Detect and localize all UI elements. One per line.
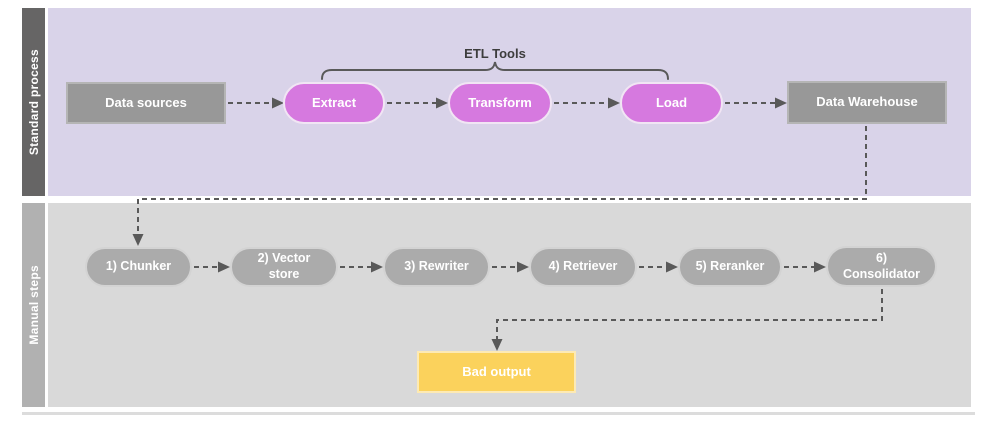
node-label: 5) Reranker <box>695 259 765 274</box>
node-label: Extract <box>311 94 357 110</box>
node-bad-output: Bad output <box>417 351 576 393</box>
node-label: Data Warehouse <box>816 94 918 110</box>
node-label: Bad output <box>462 363 531 379</box>
etl-tools-label: ETL Tools <box>464 46 526 61</box>
lane-label-standard-process: Standard process <box>22 8 45 196</box>
lane-label-text: Standard process <box>26 48 41 156</box>
node-label: 1) Chunker <box>105 259 172 274</box>
node-label: 2) Vector store <box>257 251 311 281</box>
node-label: Data sources <box>105 94 187 110</box>
node-rewriter: 3) Rewriter <box>383 247 490 287</box>
node-transform: Transform <box>448 82 552 124</box>
node-label: 3) Rewriter <box>404 259 469 274</box>
node-load: Load <box>620 82 723 124</box>
node-vector-store: 2) Vector store <box>230 247 338 287</box>
node-data-warehouse: Data Warehouse <box>787 81 947 124</box>
node-chunker: 1) Chunker <box>85 247 192 287</box>
lane-label-manual-steps: Manual steps <box>22 203 45 407</box>
node-extract: Extract <box>283 82 385 124</box>
node-label: 6) Consolidator <box>842 250 921 281</box>
node-label: Transform <box>468 94 532 110</box>
node-retriever: 4) Retriever <box>529 247 637 287</box>
node-reranker: 5) Reranker <box>678 247 782 287</box>
node-label: Load <box>655 94 688 110</box>
bottom-divider-line <box>22 412 975 415</box>
node-data-sources: Data sources <box>66 82 226 124</box>
node-consolidator: 6) Consolidator <box>826 246 937 287</box>
lane-label-text: Manual steps <box>26 265 41 345</box>
node-label: 4) Retriever <box>548 259 618 274</box>
